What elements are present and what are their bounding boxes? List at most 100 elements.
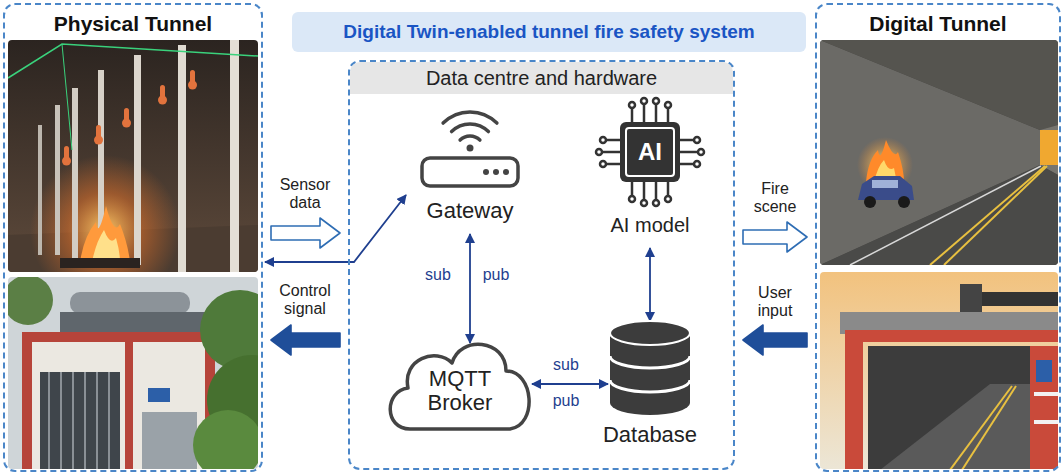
ai-chip-icon-part — [667, 108, 670, 122]
illustration-part — [22, 332, 214, 469]
connector-line — [469, 234, 471, 343]
edge-label: Fire scene — [746, 180, 804, 217]
database-cylinder: Database — [595, 318, 705, 458]
signal-label: pub — [481, 266, 512, 284]
ai-chip-icon-part — [631, 182, 634, 196]
illustration-part — [96, 372, 98, 469]
illustration-part — [820, 40, 1058, 265]
illustration-part — [868, 346, 1058, 469]
illustration-part — [30, 155, 180, 272]
illustration-part — [898, 196, 910, 208]
node-label: Gateway — [400, 198, 540, 224]
illustration-part — [22, 332, 214, 342]
ai-chip-icon-part — [606, 163, 620, 166]
router-icon-part — [467, 145, 474, 152]
ai-chip-icon-part — [665, 196, 671, 202]
illustration-part — [62, 157, 71, 166]
database-icon-part — [610, 321, 690, 345]
illustration-part — [193, 410, 258, 469]
connector-line — [265, 195, 406, 262]
ai-chip-icon-part — [665, 102, 671, 108]
ai-chip-icon-part — [680, 151, 698, 154]
illustration-part — [850, 166, 1041, 265]
ai-chip-icon-part — [641, 200, 647, 206]
illustration-part — [820, 165, 1058, 265]
illustration-part — [62, 70, 197, 166]
ai-chip-icon-part — [626, 128, 674, 176]
illustration-part — [142, 412, 197, 469]
illustration-part — [125, 332, 133, 469]
node-label: MQTT Broker — [402, 367, 518, 415]
digital-panel: Digital Tunnel — [815, 3, 1061, 472]
panel-heading: Physical Tunnel — [5, 11, 261, 37]
illustration-part — [38, 125, 42, 255]
illustration-part — [55, 105, 60, 255]
illustration-part — [950, 386, 1012, 469]
edge-label: Control signal — [272, 282, 338, 319]
ai-chip-icon-part — [643, 104, 646, 122]
illustration-part — [84, 372, 86, 469]
connector-line — [649, 248, 651, 321]
illustration-part — [960, 284, 982, 314]
illustration-part — [72, 88, 78, 258]
edge-label: User input — [746, 284, 804, 321]
node-label: AI model — [590, 214, 710, 237]
ai-model-node: AIAI model — [590, 96, 710, 246]
edge-label: sub — [551, 356, 581, 374]
ai-chip-icon-part — [620, 122, 680, 182]
illustration-part — [48, 372, 50, 469]
router-icon-part — [503, 169, 509, 175]
title-band: Digital Twin-enabled tunnel fire safety … — [292, 12, 806, 52]
node-label: Database — [595, 422, 705, 448]
router-icon-part — [443, 112, 497, 123]
illustration-part — [962, 386, 1016, 469]
router-icon-part — [452, 124, 489, 132]
illustration-part — [845, 330, 863, 469]
ai-chip-icon-part — [698, 149, 704, 155]
ai-chip-icon-part — [680, 139, 694, 142]
ai-chip-icon-part — [655, 104, 658, 122]
illustration-part — [866, 140, 904, 182]
illustration-part — [8, 44, 258, 78]
panel-heading: Data centre and hardware — [350, 62, 733, 94]
illustration-part — [8, 277, 53, 325]
block-arrow-filled — [271, 325, 340, 355]
illustration-part — [820, 272, 1058, 469]
illustration-part — [864, 196, 876, 208]
ai-chip-icon-part — [602, 151, 620, 154]
illustration-part — [1036, 360, 1052, 382]
ai-chip-icon-part — [653, 98, 659, 104]
illustration-part — [148, 388, 170, 402]
block-arrow-filled — [743, 325, 807, 355]
digital-tunnel-render — [820, 40, 1058, 265]
illustration-part — [1030, 346, 1058, 469]
illustration-part — [178, 45, 186, 272]
ai-chip-icon-part — [655, 182, 658, 200]
ai-chip-icon-part — [629, 102, 635, 108]
ai-chip-icon-part — [631, 108, 634, 122]
illustration-part — [122, 119, 131, 128]
illustration-part — [94, 136, 103, 145]
illustration-part — [60, 372, 62, 469]
signal-label: pub — [551, 392, 582, 410]
cloud-outline-part — [390, 344, 529, 429]
connector-line — [532, 383, 608, 385]
ai-chip-icon-part — [600, 161, 606, 167]
router-icon-part — [422, 158, 518, 186]
heading-band: Data centre and hardware — [350, 62, 733, 94]
database-icon-part — [610, 356, 690, 368]
edge-label: Sensor data — [272, 176, 338, 213]
illustration-part — [80, 206, 130, 262]
ai-chip-icon-part — [667, 182, 670, 196]
illustration-part — [40, 372, 120, 469]
block-arrow-hollow — [271, 218, 340, 248]
illustration-part — [1040, 130, 1058, 165]
digital-portal-render — [820, 272, 1058, 469]
ai-chip-icon-part — [596, 98, 704, 206]
illustration-part — [60, 312, 210, 334]
tunnel-building-photo — [8, 277, 258, 469]
illustration-part — [48, 372, 110, 469]
illustration-part — [230, 40, 239, 272]
illustration-part — [930, 166, 1045, 265]
